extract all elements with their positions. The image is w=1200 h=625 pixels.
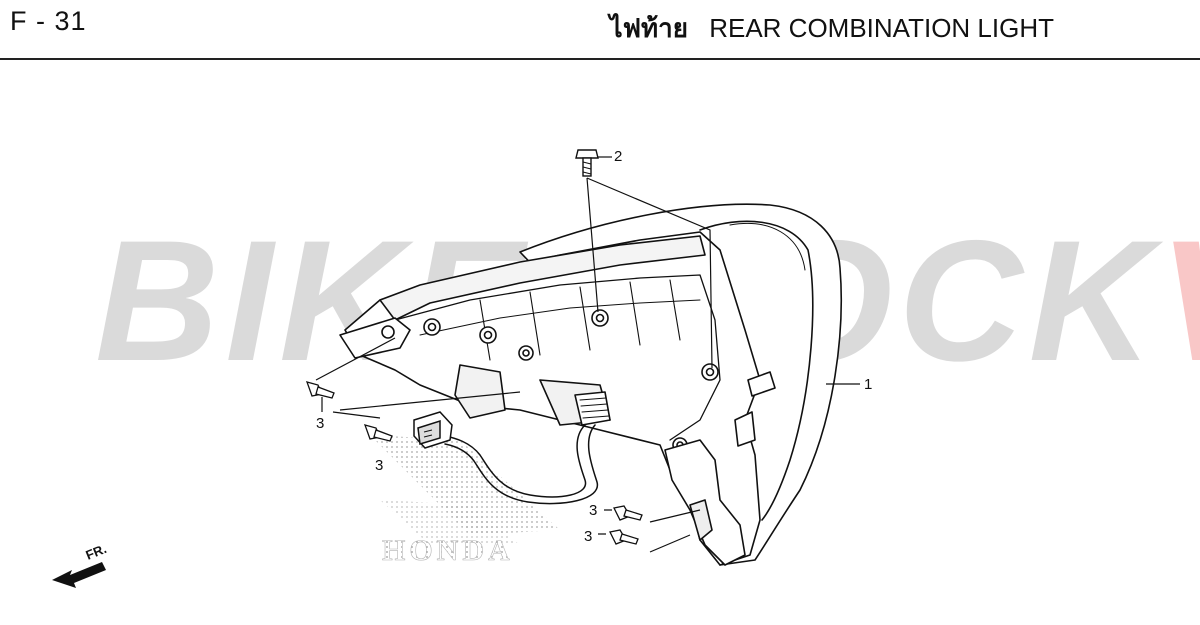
callout-3-right-upper: 3 bbox=[589, 502, 598, 519]
screw-right-upper bbox=[613, 505, 643, 521]
wire-harness bbox=[444, 424, 598, 505]
page-title: ไฟท้าย REAR COMBINATION LIGHT bbox=[610, 8, 1054, 49]
callout-3-right-lower: 3 bbox=[584, 528, 593, 545]
tapping-screws-3 bbox=[305, 381, 643, 545]
flange-bolt-2 bbox=[575, 149, 599, 177]
callout-2: 2 bbox=[614, 148, 623, 165]
watermark-text-red: VN bbox=[1159, 205, 1200, 397]
page-title-thai: ไฟท้าย bbox=[609, 14, 688, 44]
screw-right-lower bbox=[609, 529, 639, 545]
front-direction-label: FR. bbox=[84, 541, 109, 563]
page-header: F - 31 ไฟท้าย REAR COMBINATION LIGHT bbox=[0, 0, 1200, 60]
lens-inner-edge bbox=[699, 220, 814, 521]
screw-left-lower bbox=[363, 424, 393, 442]
screw-left-upper bbox=[305, 381, 335, 399]
front-direction-arrow-icon: FR. bbox=[52, 541, 109, 588]
callout-1: 1 bbox=[864, 376, 873, 393]
honda-logo-watermark: HONDA bbox=[370, 435, 560, 567]
page-title-english: REAR COMBINATION LIGHT bbox=[709, 13, 1054, 43]
callout-3-left-lower: 3 bbox=[375, 457, 384, 474]
page-code: F - 31 bbox=[10, 6, 87, 36]
top-rail bbox=[379, 235, 706, 321]
callout-3-left-upper: 3 bbox=[316, 415, 325, 432]
wire-connector bbox=[413, 411, 453, 449]
honda-logo-text: HONDA bbox=[382, 534, 514, 567]
rear-combination-light-assembly bbox=[339, 203, 842, 566]
leader-lines bbox=[315, 156, 860, 553]
